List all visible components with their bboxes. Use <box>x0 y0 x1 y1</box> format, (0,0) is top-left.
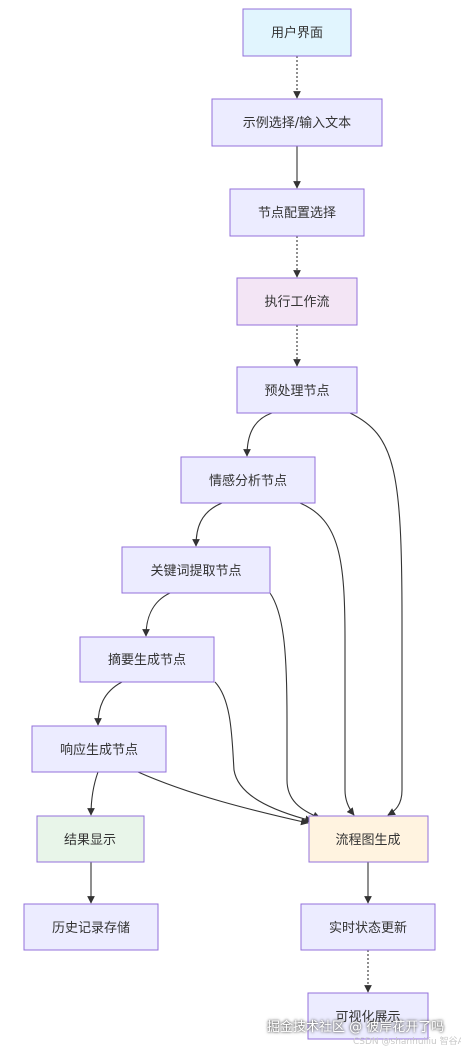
edge-kw-sum <box>142 592 171 637</box>
node-kw-box <box>121 546 271 594</box>
edge-resp-result <box>87 771 99 816</box>
node-result-box <box>36 815 145 863</box>
node-config-label: 节点配置选择 <box>258 206 336 221</box>
node-input: 示例选择/输入文本 <box>211 98 383 147</box>
node-kw: 关键词提取节点 <box>121 546 271 594</box>
node-result-label: 结果显示 <box>64 833 116 848</box>
node-sum-label: 摘要生成节点 <box>108 652 186 668</box>
node-vis-label: 可视化展示 <box>335 1010 400 1025</box>
node-hist-label: 历史记录存储 <box>52 921 130 936</box>
node-ui-box <box>242 8 352 57</box>
node-state: 实时状态更新 <box>300 903 436 951</box>
node-resp-box <box>31 725 167 773</box>
node-exec-label: 执行工作流 <box>264 295 329 310</box>
node-flow: 流程图生成 <box>308 815 429 863</box>
node-input-box <box>211 98 383 147</box>
edge-sum-flow <box>214 681 313 823</box>
edge-sum-resp <box>94 681 123 726</box>
node-config-box <box>229 188 365 237</box>
node-senti: 情感分析节点 <box>180 456 316 504</box>
node-pre-label: 预处理节点 <box>264 384 329 399</box>
node-flow-box <box>308 815 429 863</box>
edge-pre-senti <box>243 412 273 457</box>
edge-senti-kw <box>192 502 223 547</box>
node-exec-box <box>236 277 358 326</box>
node-sum: 摘要生成节点 <box>79 636 215 683</box>
node-resp: 响应生成节点 <box>31 725 167 773</box>
node-state-label: 实时状态更新 <box>329 920 407 936</box>
edge-pre-flow <box>349 412 403 816</box>
node-input-label: 示例选择/输入文本 <box>243 115 351 131</box>
node-pre: 预处理节点 <box>236 366 358 414</box>
watermark: 掘金技术社区 @ 彼岸花开了吗 <box>267 1020 445 1035</box>
node-pre-box <box>236 366 358 414</box>
node-vis: 可视化展示 <box>307 992 429 1040</box>
node-kw-label: 关键词提取节点 <box>150 563 241 579</box>
node-result: 结果显示 <box>36 815 145 863</box>
watermark-sub: CSDN @shanhuiliu 智谷AI <box>353 1037 461 1047</box>
edge-senti-flow <box>299 502 355 816</box>
node-config: 节点配置选择 <box>229 188 365 237</box>
node-hist-box <box>23 903 159 951</box>
node-senti-box <box>180 456 316 504</box>
node-hist: 历史记录存储 <box>23 903 159 951</box>
node-vis-box <box>307 992 429 1040</box>
node-exec: 执行工作流 <box>236 277 358 326</box>
edge-resp-flow <box>137 771 309 826</box>
node-ui-label: 用户界面 <box>271 25 323 41</box>
edge-kw-flow <box>269 592 321 819</box>
node-ui: 用户界面 <box>242 8 352 57</box>
node-resp-label: 响应生成节点 <box>60 742 138 758</box>
node-state-box <box>300 903 436 951</box>
node-sum-box <box>79 636 215 683</box>
node-senti-label: 情感分析节点 <box>209 473 287 489</box>
node-flow-label: 流程图生成 <box>335 833 400 848</box>
